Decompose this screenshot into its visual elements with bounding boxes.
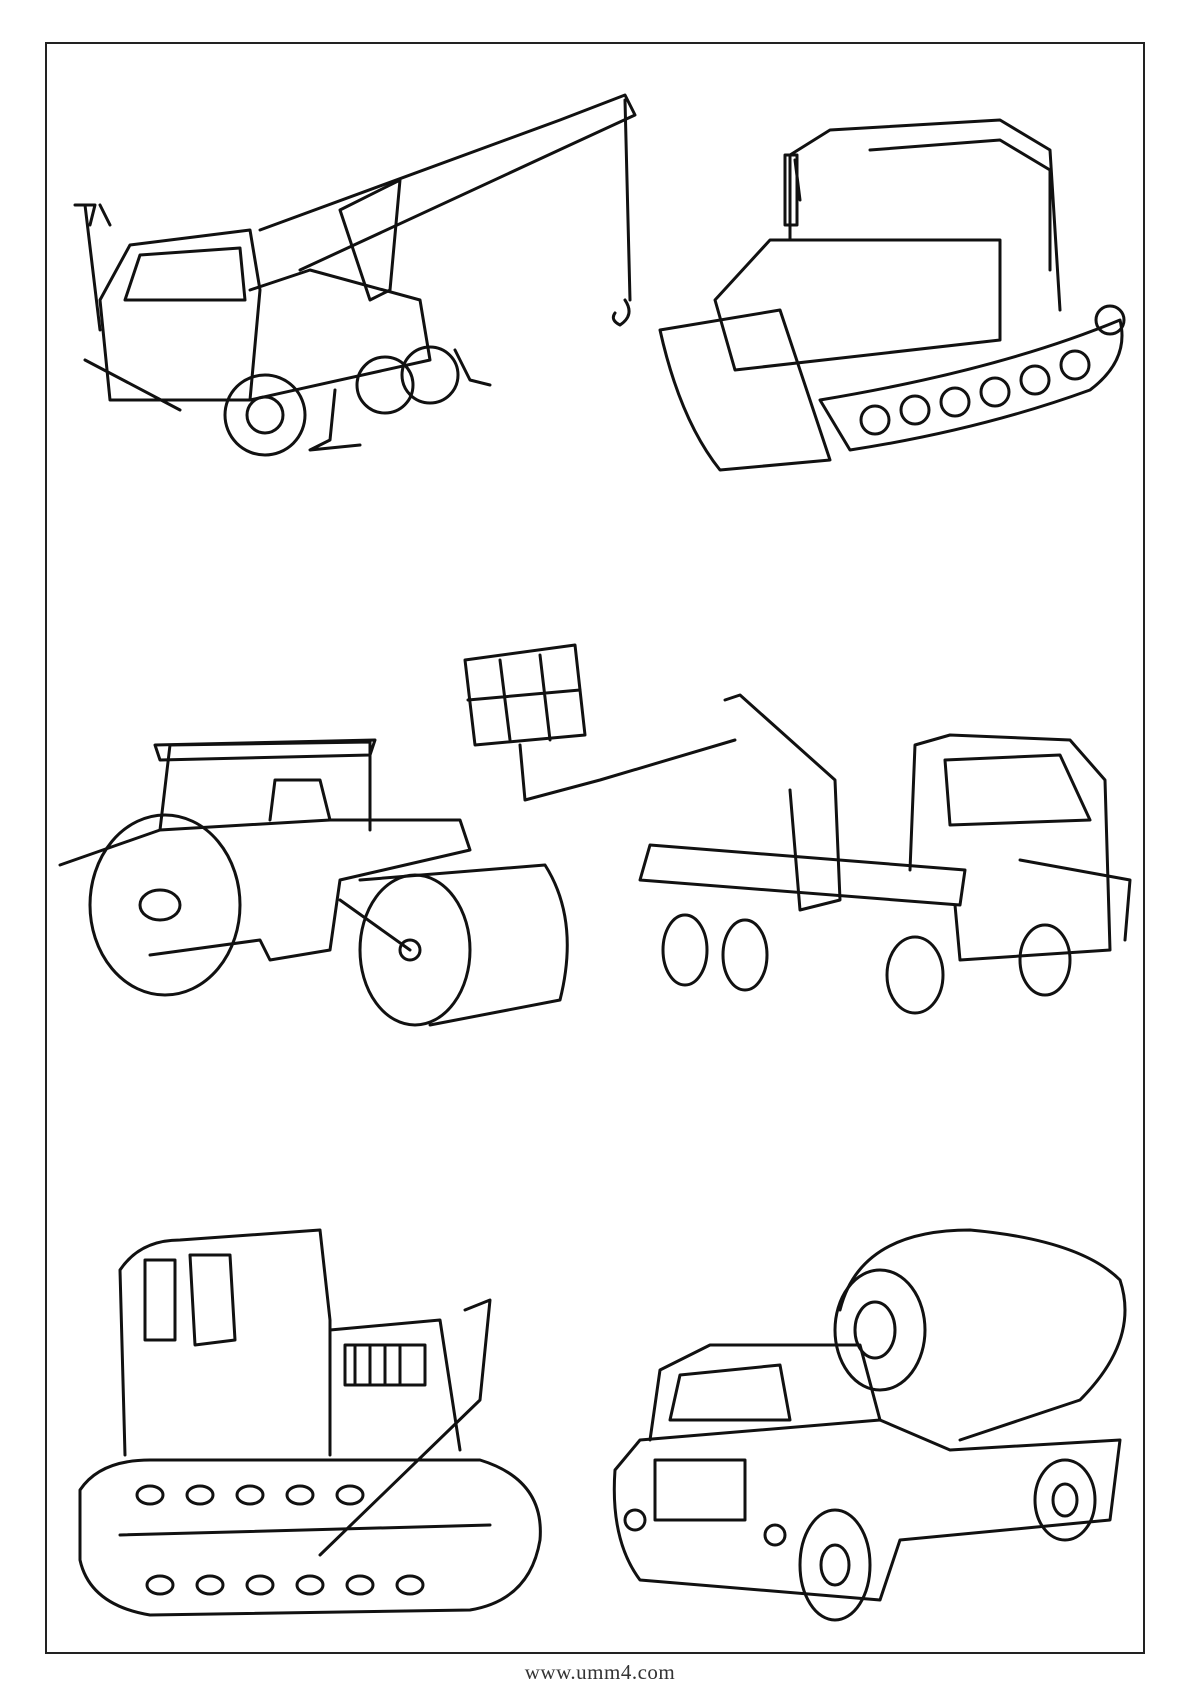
crawler-bulldozer [658,118,1126,472]
tracked-bulldozer [78,1228,542,1617]
website-footer: www.umm4.com [524,1660,676,1684]
crane-truck [73,93,637,457]
page-border [45,42,1145,1654]
road-roller [58,738,569,1027]
aerial-lift-truck [463,643,1132,1015]
concrete-mixer-truck [612,1228,1127,1622]
